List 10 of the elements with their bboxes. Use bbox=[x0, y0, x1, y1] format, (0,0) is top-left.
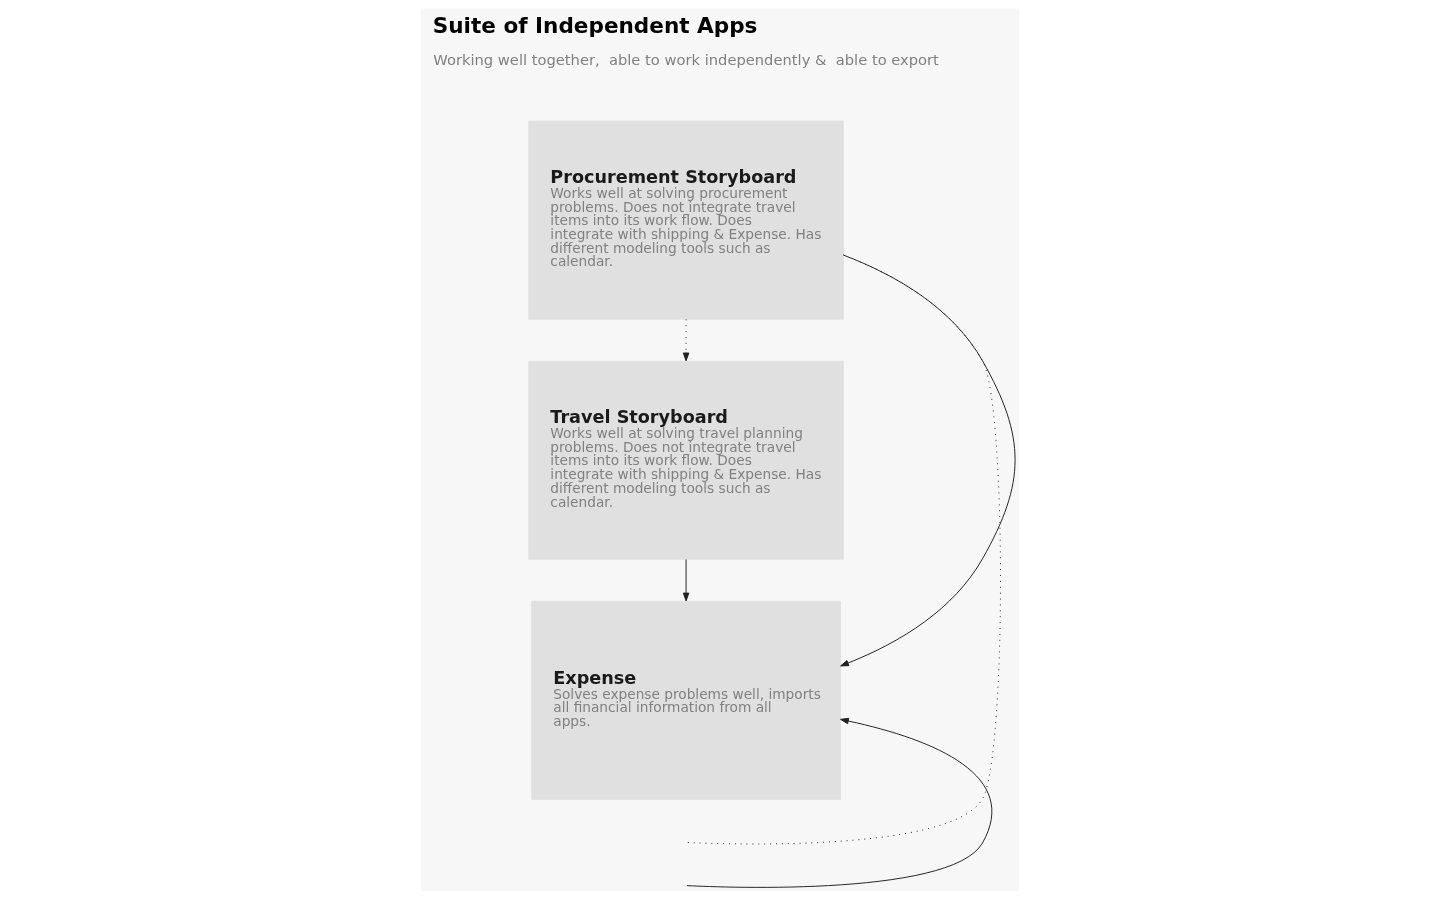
node-box: Expense Solves expense problems well, imports all financial information from all apps. bbox=[531, 600, 841, 800]
connector bbox=[686, 254, 1001, 845]
node-box: Travel Storyboard Works well at solving travel planning problems. Does not integrate travel items into its work flow. Does integrate with shipping & Expense. Has different modeling tools such as calendar. bbox=[528, 360, 844, 560]
diagram-title: Suite of Independent Apps bbox=[432, 12, 758, 38]
arrow bbox=[686, 717, 993, 888]
node-box: Procurement Storyboard Works well at solving procurement problems. Does not integrate travel items into its work flow. Does integrate with shipping & Expense. Has different modeling tools such as calendar. bbox=[528, 120, 844, 320]
label: Working well together, able to work independently & able to export bbox=[433, 50, 939, 68]
arrow bbox=[682, 318, 690, 362]
arrow bbox=[840, 254, 1016, 667]
arrow bbox=[682, 558, 690, 602]
